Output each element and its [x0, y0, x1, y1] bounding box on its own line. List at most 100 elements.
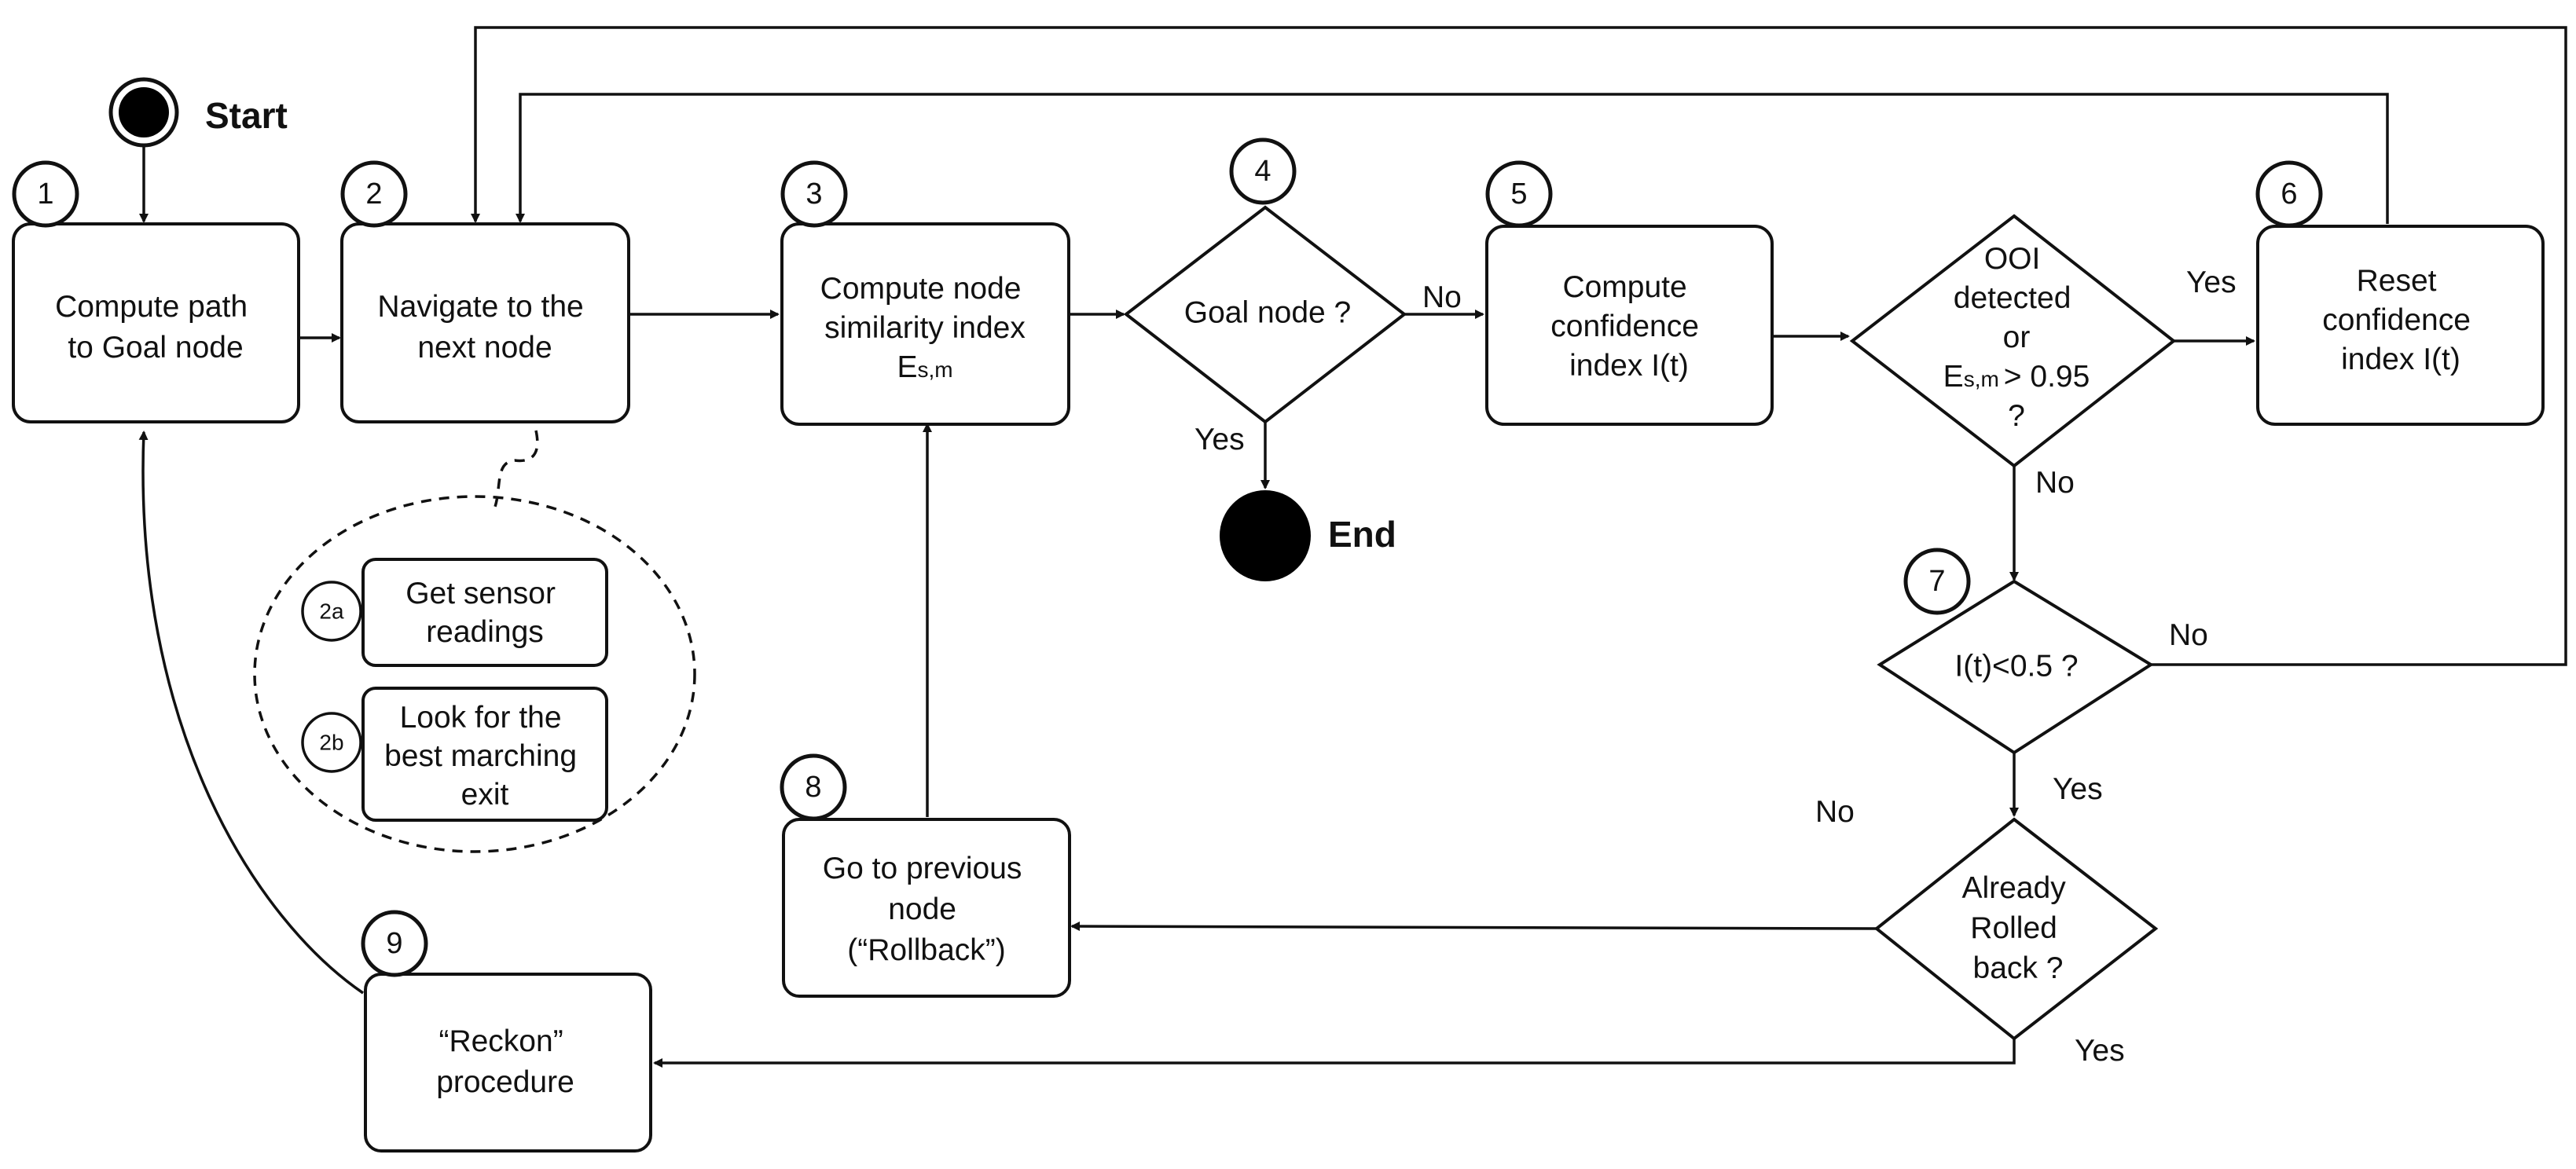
step-9-number: 9 [386, 927, 402, 960]
ooi-label: OOI detected or [1954, 242, 2079, 354]
step-4-goal-decision: Goal node ? 4 [1123, 137, 1407, 424]
substep-2b-number: 2b [319, 730, 343, 754]
step-2-number: 2 [365, 178, 382, 211]
step-7-label: I(t)<0.5 ? [1954, 649, 2078, 683]
step-4-label: Goal node ? [1184, 295, 1352, 329]
ooi-condition: Es,m> 0.95 [1943, 360, 2090, 394]
substep-2a-sensor: Get sensor readings 2a [301, 558, 608, 667]
rolled-back-line-2: Rolled [1970, 911, 2057, 945]
step-3-similarity: Compute node similarity index Es,m 3 [780, 160, 1070, 426]
substep-2a-label: Get sensor readings [405, 577, 564, 649]
start-dot [119, 87, 169, 137]
edge-9-to-1 [138, 431, 364, 995]
step-1-number: 1 [37, 178, 53, 211]
step-5-line-2: confidence [1550, 310, 1699, 343]
step-4-number-badge [1229, 137, 1297, 205]
edge-label-goal-yes: Yes [1194, 423, 1245, 456]
step-8-line-2: node [888, 892, 956, 926]
step-6-number-badge [2255, 160, 2323, 228]
substep-2a-line-1: Get sensor [405, 577, 556, 610]
step-5-number: 5 [1510, 178, 1527, 211]
edges [138, 26, 2567, 1068]
step-7-diamond [1877, 579, 2154, 755]
ooi-threshold: > 0.95 [2004, 360, 2090, 394]
step-6-reset: Reset confidence index I(t) 6 [2255, 160, 2545, 426]
rolled-back-line-3: back ? [1973, 951, 2064, 985]
start-label: Start [205, 95, 288, 136]
edge-7-to-2-loop [471, 26, 2567, 666]
step-6-label: Reset confidence index I(t) [2322, 264, 2479, 376]
step-5-label: Compute confidence index I(t) [1550, 270, 1707, 383]
step-6-line-2: confidence [2322, 303, 2471, 337]
substep-2b-label: Look for the best marching exit [384, 701, 585, 812]
step-5-confidence: Compute confidence index I(t) 5 [1485, 160, 1774, 426]
substep-2b-line-1: Look for the [400, 701, 562, 735]
step-3-box [780, 222, 1070, 426]
ooi-line-3: or [2003, 321, 2031, 354]
edge-label-rolled-yes: Yes [2075, 1034, 2125, 1068]
step-9-label: “Reckon” procedure [436, 1024, 574, 1099]
substep-2a-number: 2a [319, 599, 344, 623]
step-1-compute-path: Compute path to Goal node 1 [12, 160, 300, 423]
edge-label-rolled-no: No [1815, 795, 1855, 829]
step-4-diamond [1123, 205, 1407, 424]
substep-2b-line-3: exit [461, 778, 509, 812]
step-3-symbol: Es,m [897, 350, 952, 384]
callout-connector [494, 430, 539, 508]
edge-label-ooi-yes: Yes [2186, 266, 2237, 299]
ooi-question-mark: ? [2008, 399, 2025, 433]
step-5-number-badge [1485, 160, 1553, 228]
substep-2b-line-2: best marching [384, 739, 577, 773]
rolled-back-diamond [1873, 817, 2159, 1041]
step-3-number-badge [780, 160, 848, 228]
edge-label-goal-no: No [1422, 280, 1462, 314]
ooi-decision: OOI detected or Es,m> 0.95 ? [1849, 214, 2177, 468]
step-3-symbol-e: E [897, 350, 917, 384]
step-3-label: Compute node similarity index [820, 272, 1030, 345]
step-3-number: 3 [805, 178, 822, 211]
step-2-box [340, 222, 630, 423]
step-6-number: 6 [2281, 178, 2297, 211]
step-2-number-badge [340, 160, 408, 228]
substep-2b-box [361, 687, 608, 822]
step-8-rollback: Go to previous node (“Rollback”) 8 [780, 753, 1071, 998]
end-label: End [1328, 514, 1396, 555]
step-7-confidence-decision: I(t)<0.5 ? 7 [1877, 548, 2154, 755]
end-dot [1220, 490, 1311, 581]
step-9-box [364, 973, 652, 1153]
edge-rolled-to-8-no [1070, 922, 1877, 932]
step-8-line-1: Go to previous [823, 852, 1022, 885]
substep-2b-exit: Look for the best marching exit 2b [301, 687, 608, 822]
rolled-back-line-1: Already [1961, 871, 2066, 905]
step-9-line-1: “Reckon” [439, 1024, 563, 1058]
step-1-label: Compute path to Goal node [55, 290, 256, 365]
step-6-line-1: Reset [2357, 264, 2437, 298]
step-5-line-3: index I(t) [1569, 349, 1689, 383]
step-5-box [1485, 225, 1774, 426]
edge-label-it-no: No [2169, 618, 2208, 652]
step-6-line-3: index I(t) [2341, 343, 2460, 376]
step-2-line-2: next node [417, 331, 552, 365]
step-9-reckon: “Reckon” procedure 9 [361, 910, 652, 1153]
step-9-line-2: procedure [436, 1065, 574, 1099]
start-node: Start [108, 77, 288, 148]
edge-6-to-2-loop [516, 93, 2389, 224]
step-7-number: 7 [1928, 565, 1945, 598]
step-8-number-badge [780, 753, 847, 821]
step-8-number: 8 [805, 771, 821, 804]
edge-label-it-yes: Yes [2053, 772, 2103, 806]
ooi-symbol-sub: s,m [1964, 367, 1999, 391]
step-1-box [12, 222, 300, 423]
step-8-line-3: (“Rollback”) [847, 933, 1006, 967]
edge-label-ooi-no: No [2035, 466, 2075, 500]
step-7-number-badge [1903, 548, 1971, 615]
rolled-back-decision: Already Rolled back ? [1873, 817, 2159, 1041]
edge-rolled-to-9-yes [653, 1039, 2016, 1068]
step-2-label: Navigate to the next node [377, 290, 592, 365]
step-2-line-1: Navigate to the [377, 290, 583, 324]
step-1-line-2: to Goal node [68, 331, 243, 365]
step-8-label: Go to previous node (“Rollback”) [823, 852, 1030, 967]
rolled-back-label: Already Rolled back ? [1961, 871, 2074, 985]
substep-2a-line-2: readings [426, 615, 544, 649]
